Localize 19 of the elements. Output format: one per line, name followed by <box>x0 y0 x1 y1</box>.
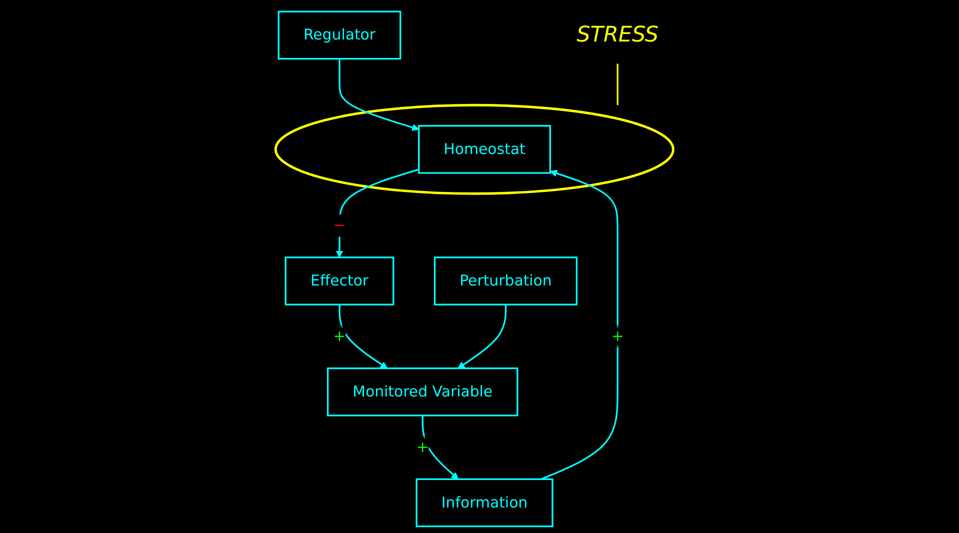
edge-label: + <box>333 328 346 346</box>
cluster <box>274 104 674 195</box>
node-box: Information <box>416 478 554 528</box>
node-text: STRESS <box>576 22 659 48</box>
connector <box>616 64 618 106</box>
arrow <box>540 170 618 480</box>
node-box: Effector <box>284 256 394 306</box>
edge-label: + <box>416 438 429 456</box>
arrow <box>336 168 420 258</box>
edge-label: + <box>611 328 624 346</box>
edge-label: − <box>333 216 346 234</box>
arrow <box>338 58 420 131</box>
arrow <box>422 415 458 480</box>
node-box: Perturbation <box>434 256 578 306</box>
arrow <box>458 304 507 369</box>
node-box: Monitored Variable <box>326 367 518 416</box>
node-box: Homeostat <box>418 124 551 174</box>
node-box: Regulator <box>278 10 402 60</box>
arrow <box>338 304 388 369</box>
